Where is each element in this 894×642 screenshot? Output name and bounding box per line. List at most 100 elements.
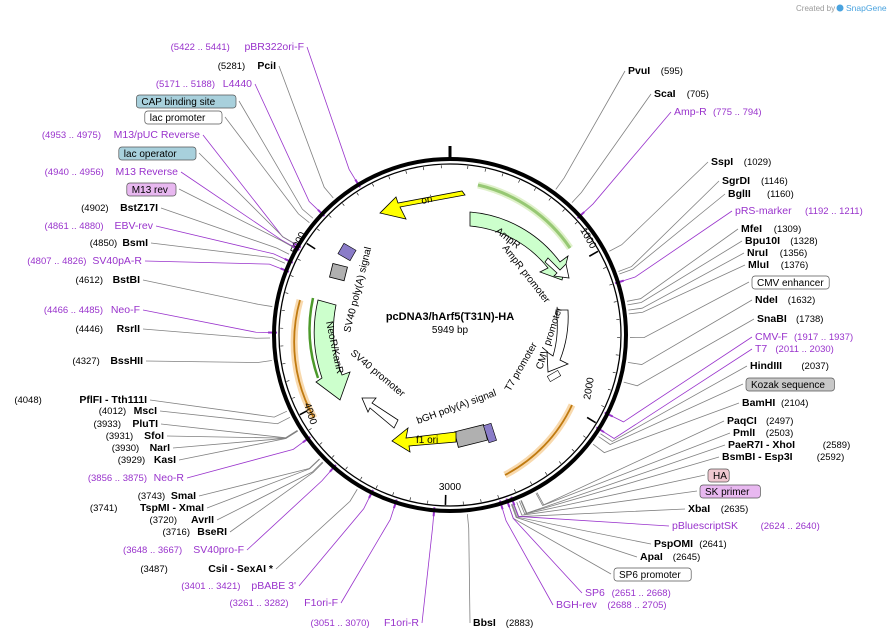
right-label-bamhi[interactable]: BamHI(2104) [742,397,808,409]
right-label-pmli[interactable]: PmlI(2503) [733,427,793,439]
left-label-neo-r[interactable]: Neo-R(3856 .. 3875) [88,472,185,484]
leader-line [518,474,706,515]
right-label-cmv-f[interactable]: CMV-F(1917 .. 1937) [755,331,853,343]
left-label-bstbi[interactable]: BstBI(4612) [76,274,141,286]
left-label-lac-promoter[interactable]: lac promoter [144,110,223,125]
right-label-ha[interactable]: HA [707,468,730,483]
left-label-msci[interactable]: MscI(4012) [99,405,157,417]
label-position: (4327) [72,356,99,367]
right-label-xbai[interactable]: XbaI(2635) [688,503,748,515]
ori-arrow[interactable] [379,190,466,220]
label-name: PvuI [628,65,650,77]
right-label-sk-primer[interactable]: SK primer [699,484,761,499]
f1-ori-arrow[interactable] [391,426,457,453]
label-name: pBR322ori-F [244,41,304,53]
left-label-pbr322ori-f[interactable]: pBR322ori-F(5422 .. 5441) [171,41,304,53]
right-label-sp6-promoter[interactable]: SP6 promoter [613,567,692,582]
right-label-sspi[interactable]: SspI(1029) [711,156,771,168]
label-name: BGH-rev [556,599,598,611]
left-label-bseri[interactable]: BseRI(3716) [163,526,228,538]
right-label-bsmbi-esp3i[interactable]: BsmBI - Esp3I(2592) [722,451,844,463]
right-label-scai[interactable]: ScaI(705) [654,88,709,100]
right-label-ndei[interactable]: NdeI(1632) [755,294,815,306]
label-position: (3487) [140,564,167,575]
left-label-pflfi-tth111i[interactable]: PflFI - Tth111I(4048) [14,394,147,406]
leader-line [149,399,288,418]
label-name: pRS-marker [735,205,792,217]
primer-block[interactable] [483,422,497,444]
left-label-m13-puc-reverse[interactable]: M13/pUC Reverse(4953 .. 4975) [42,129,200,141]
left-label-l4440[interactable]: L4440(5171 .. 5188) [156,78,252,90]
right-label-bpu10i[interactable]: Bpu10I(1328) [745,235,818,247]
left-label-ebv-rev[interactable]: EBV-rev(4861 .. 4880) [44,220,153,232]
minor-tick [609,283,613,286]
label-name: ScaI [654,88,676,100]
left-label-m13-rev[interactable]: M13 rev [126,182,177,197]
right-label-mfei[interactable]: MfeI(1309) [741,223,801,235]
right-label-pspomi[interactable]: PspOMI(2641) [654,538,727,550]
leader-line [513,503,670,527]
neor-arrow[interactable] [313,299,351,401]
leader-line [516,490,698,516]
right-label-pvui[interactable]: PvuI(595) [628,65,683,77]
left-label-lac-operator[interactable]: lac operator [118,146,197,161]
left-label-smai[interactable]: SmaI(3743) [138,490,196,502]
label-name: BsmI [122,237,148,249]
left-label-kasi[interactable]: KasI(3929) [118,454,176,466]
right-label-snabi[interactable]: SnaBI(1738) [757,313,823,325]
right-label-cmv-enhancer[interactable]: CMV enhancer [751,275,830,290]
right-label-apai[interactable]: ApaI(2645) [640,551,700,563]
right-label-nrui[interactable]: NruI(1356) [747,247,807,259]
left-label-tspmi-xmai[interactable]: TspMI - XmaI(3741) [90,502,204,514]
right-label-paqci[interactable]: PaqCI(2497) [727,415,793,427]
label-text: CMV enhancer [757,278,824,289]
left-label-sv40pa-r[interactable]: SV40pA-R(4807 .. 4826) [27,255,142,267]
left-label-bsmi[interactable]: BsmI(4850) [90,237,148,249]
right-label-paer7i-xhoi[interactable]: PaeR7I - XhoI(2589) [728,439,850,451]
right-label-prs-marker[interactable]: pRS-marker(1192 .. 1211) [735,205,863,217]
leader-line [238,100,314,219]
left-label-csii-sexai[interactable]: CsiI - SexAI *(3487) [140,563,274,575]
minor-tick [345,466,348,470]
right-label-bgh-rev[interactable]: BGH-rev(2688 .. 2705) [556,599,667,611]
left-label-nari[interactable]: NarI(3930) [112,442,170,454]
right-label-mlui[interactable]: MluI(1376) [748,259,808,271]
ampr-arrow[interactable] [469,211,569,281]
right-label-bglii[interactable]: BglII(1160) [728,188,794,200]
right-label-hindiii[interactable]: HindIII(2037) [750,360,829,372]
left-label-bsshii[interactable]: BssHII(4327) [72,355,143,367]
leader-line [508,505,612,575]
left-label-pbabe-3[interactable]: pBABE 3'(3401 .. 3421) [181,580,296,592]
cmv-promoter-arrow[interactable] [546,309,569,373]
lac-operator-block[interactable] [337,242,357,262]
right-label-kozak-sequence[interactable]: Kozak sequence [745,377,835,392]
right-label-amp-r[interactable]: Amp-R(775 .. 794) [674,106,762,118]
left-label-bstz17i[interactable]: BstZ17I(4902) [81,202,158,214]
label-name: BseRI [197,526,227,538]
sv40-polya-block[interactable] [329,263,348,282]
label-position: (3741) [90,503,117,514]
left-label-pcii[interactable]: PciI(5281) [218,60,276,72]
left-label-neo-f[interactable]: Neo-F(4466 .. 4485) [44,304,140,316]
right-label-pbluescriptsk[interactable]: pBluescriptSK(2624 .. 2640) [672,520,820,532]
right-label-sp6[interactable]: SP6(2651 .. 2668) [585,587,671,599]
left-label-cap-binding-site[interactable]: CAP binding site [136,94,237,109]
left-label-avrii[interactable]: AvrII(3720) [150,514,215,526]
bgh-block[interactable] [454,424,488,448]
sv40-promoter-arrow[interactable] [361,397,399,429]
left-label-m13-reverse[interactable]: M13 Reverse(4940 .. 4956) [45,166,179,178]
left-label-sfoi[interactable]: SfoI(3931) [106,430,164,442]
left-label-f1ori-f[interactable]: F1ori-F(3261 .. 3282) [229,597,338,609]
t7-promoter-block[interactable] [546,369,562,383]
right-label-t7[interactable]: T7(2011 .. 2030) [755,343,834,355]
left-label-f1ori-r[interactable]: F1ori-R(3051 .. 3070) [310,617,419,629]
leader-line [142,309,271,333]
leader-line [159,410,291,425]
right-label-bbsi[interactable]: BbsI(2883) [473,617,533,629]
right-label-sgrdi[interactable]: SgrDI(1146) [722,175,788,187]
left-label-pluti[interactable]: PluTI(3933) [94,418,159,430]
left-label-rsrii[interactable]: RsrII(4446) [76,323,141,335]
label-position: (3929) [118,455,145,466]
left-label-sv40pro-f[interactable]: SV40pro-F(3648 .. 3667) [123,544,244,556]
ampr-promoter-arrow[interactable] [544,257,570,279]
